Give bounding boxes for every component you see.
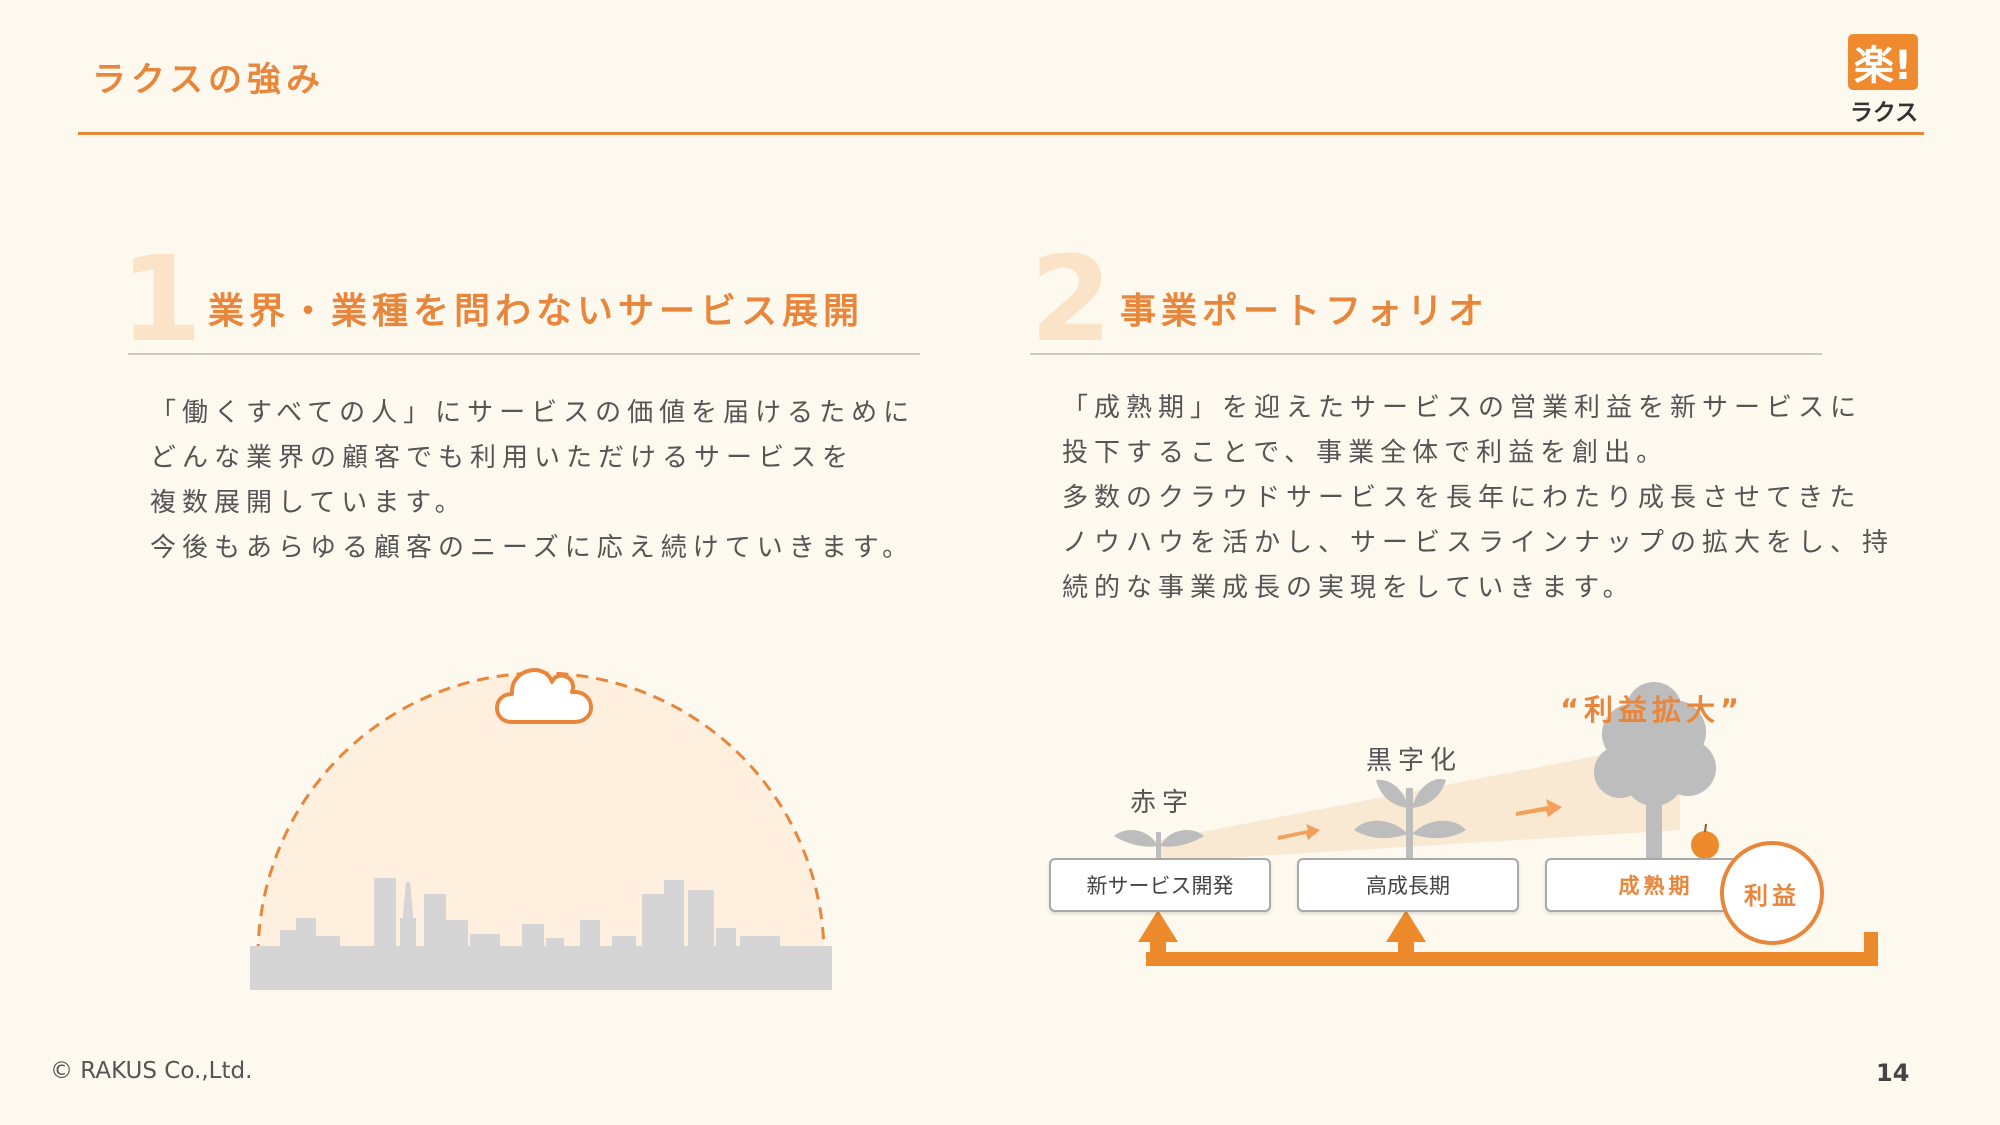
stage-caption-red-ink: 赤字 [1130,788,1195,818]
profit-feedback-arrow [1138,910,1878,966]
arrow-icon [1278,824,1320,840]
rakus-logo: 楽! ラクス [1848,34,1920,126]
section-1-body-line: どんな業界の顧客でも利用いただけるサービスを [150,443,855,473]
profit-expansion-label: “利益拡大” [1560,693,1745,727]
city-skyline [250,878,832,990]
arrow-icon [1516,799,1562,817]
section-1-divider [128,353,920,355]
section-1-body-line: 「働くすべての人」にサービスの価値を届けるために [150,398,916,428]
section-2-body-line: 続的な事業成長の実現をしていきます。 [1062,573,1635,603]
section-1-heading: 業界・業種を問わないサービス展開 [208,291,865,332]
portfolio-diagram [1114,682,1878,966]
page-number: 14 [1876,1059,1910,1087]
section-2-number: 2 [1030,230,1113,368]
logo-mark: 楽! [1848,34,1918,90]
section-1-body: 「働くすべての人」にサービスの価値を届けるために どんな業界の顧客でも利用いただ… [150,391,915,571]
stage-caption-profitable: 黒字化 [1366,746,1463,776]
profit-circle: 利益 [1720,841,1824,945]
logo-text: ラクス [1849,100,1919,126]
section-1-body-line: 今後もあらゆる顧客のニーズに応え続けていきます。 [150,533,915,563]
city-cloud-illustration [250,668,832,990]
title-divider [78,132,1924,135]
section-2-body-line: 投下することで、事業全体で利益を創出。 [1062,438,1669,468]
section-2-body-line: 多数のクラウドサービスを長年にわたり成長させてきた [1062,483,1862,513]
section-2-heading: 事業ポートフォリオ [1120,291,1490,332]
section-2-divider [1030,353,1822,355]
section-2-body-line: 「成熟期」を迎えたサービスの営業利益を新サービスに [1062,393,1863,423]
tree-icon [1594,682,1716,868]
copyright: © RAKUS Co.,Ltd. [50,1058,253,1084]
cloud-icon [495,668,593,724]
sprout-icon [1354,779,1466,868]
section-1-number: 1 [120,230,203,368]
section-2-body-line: ノウハウを活かし、サービスラインナップの拡大をし、持 [1062,528,1895,558]
section-2-body: 「成熟期」を迎えたサービスの営業利益を新サービスに 投下することで、事業全体で利… [1062,386,1894,611]
slide-title: ラクスの強み [92,60,325,100]
apple-icon [1691,823,1719,859]
section-1-body-line: 複数展開しています。 [150,488,467,518]
seedling-icon [1114,830,1204,862]
stage-box-high-growth: 高成長期 [1297,858,1519,912]
stage-box-new-service: 新サービス開発 [1049,858,1271,912]
